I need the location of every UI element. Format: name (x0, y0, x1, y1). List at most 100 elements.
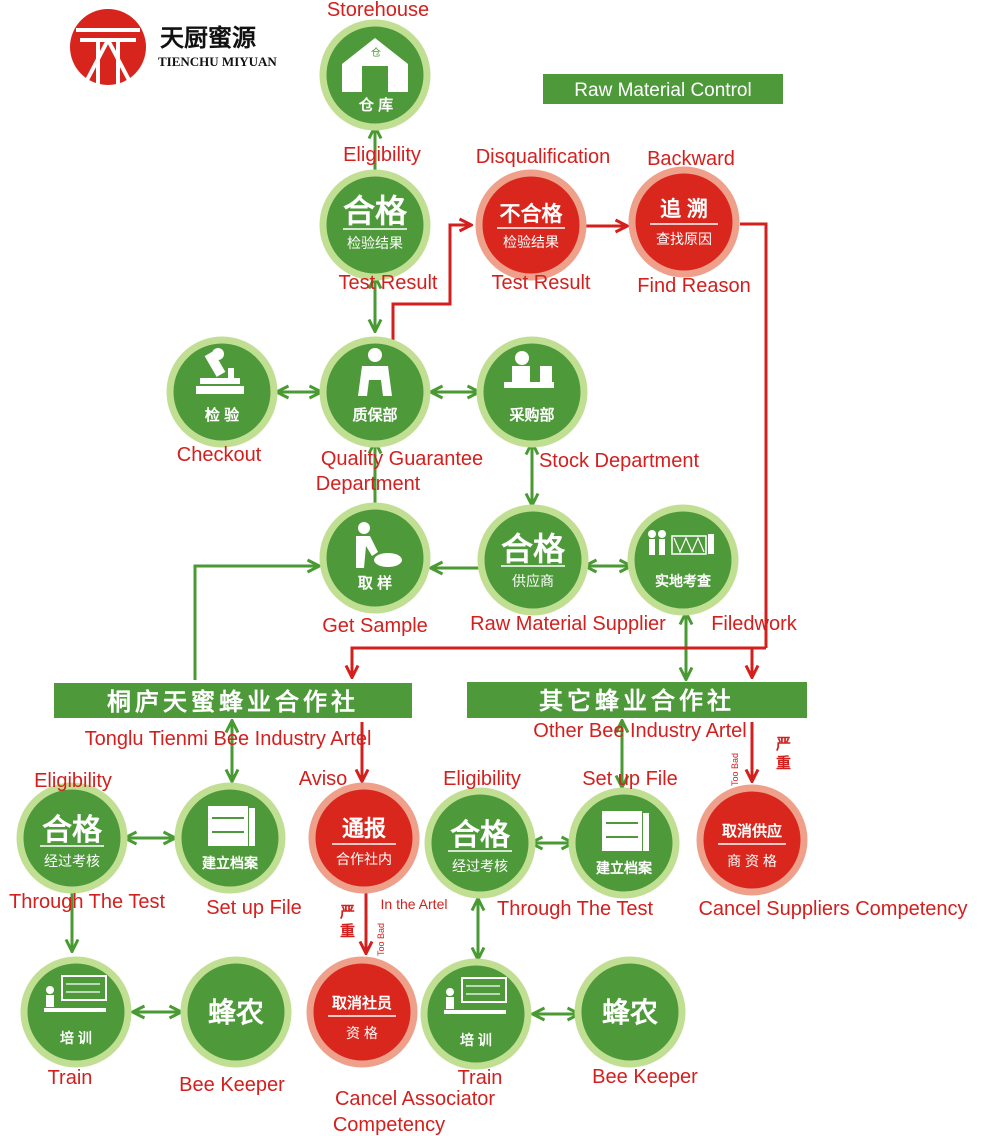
node-sample: 取 样 (319, 502, 431, 614)
label-right-keeper: Bee Keeper (592, 1066, 698, 1088)
node-pass-result: 合格 检验结果 (319, 169, 431, 281)
notice-main: 通报 (342, 816, 386, 841)
training-icon (444, 977, 507, 1014)
right-pass-main: 合格 (450, 818, 511, 852)
label-notice-side: In the Artel (381, 896, 448, 912)
qa-main: 质保部 (352, 406, 397, 424)
bar-tonglu: 桐庐天蜜蜂业合作社 (54, 683, 412, 718)
trace-main: 追 溯 (660, 197, 708, 221)
brand-logo: 天厨蜜源 TIENCHU MIYUAN (70, 9, 277, 85)
fail-result-sub: 检验结果 (503, 234, 559, 250)
left-pass-sub: 经过考核 (44, 853, 100, 869)
file-cabinet-icon (208, 806, 255, 846)
supplier-main: 合格 (501, 531, 566, 567)
arrow-trace-down (740, 222, 768, 648)
node-right-keeper: 蜂农 (574, 956, 686, 1068)
inspect-main: 检 验 (205, 406, 240, 424)
brand-name-cn: 天厨蜜源 (160, 23, 256, 52)
arrow-tonglu-to-sample (193, 566, 318, 680)
severity-marks: 严 重 Too Bad 严 重 Too Bad (339, 736, 791, 956)
microscope-icon (196, 348, 244, 394)
label-fail-top: Disqualification (476, 146, 611, 168)
label-tonglu-bar: Tonglu Tienmi Bee Industry Artel (85, 728, 372, 750)
node-cancel-supplier: 取消供应 商 资 格 (696, 784, 808, 896)
diagram-title-text: Raw Material Control (574, 80, 751, 101)
bar-other-text: 其它蜂业合作社 (539, 686, 735, 715)
training-icon (44, 975, 107, 1012)
severity-left-cn-2: 重 (340, 922, 355, 940)
english-labels: Storehouse Eligibility Test Result Disqu… (9, 0, 968, 1136)
label-fail-bottom: Test Result (492, 272, 591, 294)
site-visit-icon (648, 530, 714, 555)
node-right-pass: 合格 经过考核 (424, 787, 536, 899)
bar-other: 其它蜂业合作社 (467, 682, 807, 718)
label-storehouse: Storehouse (327, 0, 429, 21)
node-left-train: 培 训 (20, 956, 132, 1068)
label-qa-line2: Department (316, 473, 421, 495)
storehouse-main-text: 仓 库 (358, 96, 393, 114)
arrow-trace-to-tonglu (352, 646, 766, 676)
arrow-qa-to-fail (391, 225, 470, 340)
right-file-main: 建立档案 (596, 860, 653, 876)
severity-right-cn-2: 重 (776, 754, 791, 772)
label-left-pass-bottom: Through The Test (9, 891, 165, 913)
label-pass-bottom: Test Result (339, 272, 438, 294)
label-inspect: Checkout (177, 444, 262, 466)
node-notice: 通报 合作社内 (308, 782, 420, 894)
label-pass-top: Eligibility (343, 144, 421, 166)
left-keeper-main: 蜂农 (208, 997, 264, 1028)
fail-result-main: 不合格 (500, 202, 564, 226)
label-right-train: Train (458, 1067, 503, 1089)
left-train-main: 培 训 (60, 1030, 92, 1046)
node-cancel-member: 取消社员 资 格 (306, 956, 418, 1068)
label-left-train: Train (48, 1067, 93, 1089)
label-other-bar: Other Bee Industry Artel (533, 720, 746, 742)
label-trace-top: Backward (647, 148, 735, 170)
left-file-main: 建立档案 (202, 855, 259, 871)
label-qa-line1: Quality Guarantee (321, 448, 483, 470)
label-right-file: Set up File (582, 768, 678, 790)
cancel-member-sub: 资 格 (346, 1025, 378, 1041)
sample-main: 取 样 (358, 574, 392, 592)
node-qa: 质保部 (319, 336, 431, 448)
severity-right-cn-1: 严 (775, 736, 791, 753)
node-left-keeper: 蜂农 (180, 956, 292, 1068)
warehouse-icon (342, 38, 408, 92)
node-trace: 追 溯 查找原因 (628, 166, 740, 278)
diagram-title: Raw Material Control (543, 74, 783, 104)
file-cabinet-icon (602, 811, 649, 851)
label-cancel-supplier: Cancel Suppliers Competency (698, 898, 967, 920)
right-train-main: 培 训 (460, 1032, 492, 1048)
node-right-file: 建立档案 (568, 787, 680, 899)
inspector-icon (358, 348, 392, 396)
node-inspect: 检 验 (166, 336, 278, 448)
label-notice-top: Aviso (299, 768, 348, 790)
right-keeper-main: 蜂农 (602, 997, 658, 1028)
node-supplier: 合格 供应商 (477, 504, 589, 616)
pass-result-main: 合格 (343, 193, 408, 229)
severity-left-cn-1: 严 (339, 904, 355, 921)
storehouse-top-text: 仓 (371, 46, 381, 59)
node-storehouse: 仓 仓 库 (319, 19, 431, 131)
pass-result-sub: 检验结果 (347, 235, 403, 251)
label-right-pass-bottom: Through The Test (497, 898, 653, 920)
supplier-sub: 供应商 (512, 573, 554, 589)
node-left-pass: 合格 经过考核 (16, 782, 128, 894)
node-left-file: 建立档案 (174, 782, 286, 894)
node-purchase: 采购部 (476, 336, 588, 448)
label-sample: Get Sample (322, 615, 428, 637)
purchase-main: 采购部 (508, 406, 554, 424)
logo-icon (70, 9, 146, 85)
brand-name-en: TIENCHU MIYUAN (158, 54, 277, 69)
node-fail-result: 不合格 检验结果 (475, 169, 587, 281)
label-cancel-member-line1: Cancel Associator (335, 1088, 495, 1110)
notice-sub: 合作社内 (336, 851, 392, 867)
node-fieldwork: 实地考查 (627, 504, 739, 616)
label-purchase: Stock Department (539, 450, 700, 472)
sampling-icon (356, 522, 402, 568)
node-right-train: 培 训 (420, 958, 532, 1070)
bar-tonglu-text: 桐庐天蜜蜂业合作社 (107, 687, 359, 716)
severity-right-en: Too Bad (730, 753, 740, 786)
right-pass-sub: 经过考核 (452, 858, 508, 874)
